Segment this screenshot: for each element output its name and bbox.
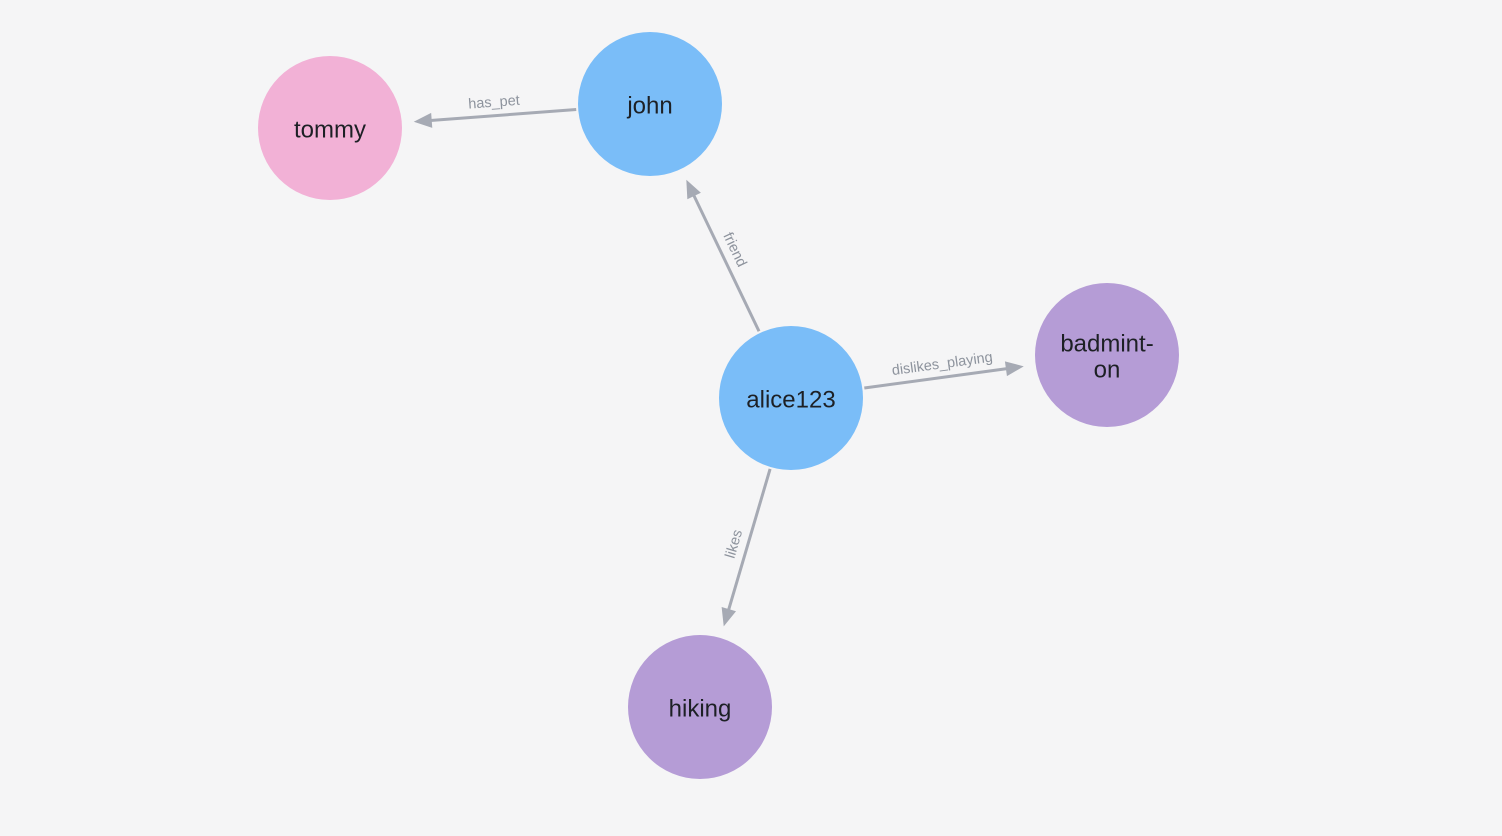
edge-dislikes_playing: dislikes_playing xyxy=(864,350,1024,390)
edge-likes: likes xyxy=(721,468,772,627)
node-badminton[interactable]: badmint-on xyxy=(1035,283,1179,427)
edge-arrowhead-has_pet xyxy=(413,112,433,128)
node-hiking[interactable]: hiking xyxy=(628,635,772,779)
node-circle-tommy[interactable] xyxy=(258,56,402,200)
edge-arrowhead-friend xyxy=(686,179,701,200)
edge-arrowhead-likes xyxy=(721,607,737,627)
nodes-layer: tommy john alice123 badmint-on hiking xyxy=(258,32,1179,779)
node-label-badminton-line1: badmint- xyxy=(1060,331,1153,358)
edge-label-dislikes_playing[interactable]: dislikes_playing xyxy=(891,350,994,380)
edge-label-friend[interactable]: friend xyxy=(719,230,749,270)
edge-label-has_pet[interactable]: has_pet xyxy=(468,93,521,113)
node-tommy[interactable]: tommy xyxy=(258,56,402,200)
node-circle-badminton[interactable] xyxy=(1035,283,1179,427)
node-label-hiking: hiking xyxy=(669,696,732,723)
edge-line-has_pet[interactable] xyxy=(428,108,577,123)
edge-line-friend[interactable] xyxy=(691,192,761,332)
edge-line-likes[interactable] xyxy=(726,468,772,613)
node-alice123[interactable]: alice123 xyxy=(719,326,863,470)
node-label-alice123: alice123 xyxy=(746,387,835,414)
node-circle-hiking[interactable] xyxy=(628,635,772,779)
node-circle-alice123[interactable] xyxy=(719,326,863,470)
node-label-badminton-line2: on xyxy=(1094,357,1121,384)
edge-line-dislikes_playing[interactable] xyxy=(864,366,1010,390)
edge-label-likes[interactable]: likes xyxy=(723,528,747,560)
node-label-tommy: tommy xyxy=(294,117,366,144)
edge-friend: friend xyxy=(686,179,761,332)
edge-has_pet: has_pet xyxy=(413,93,577,128)
node-john[interactable]: john xyxy=(578,32,722,176)
node-label-john: john xyxy=(626,93,672,120)
node-circle-john[interactable] xyxy=(578,32,722,176)
edge-arrowhead-dislikes_playing xyxy=(1004,361,1024,377)
